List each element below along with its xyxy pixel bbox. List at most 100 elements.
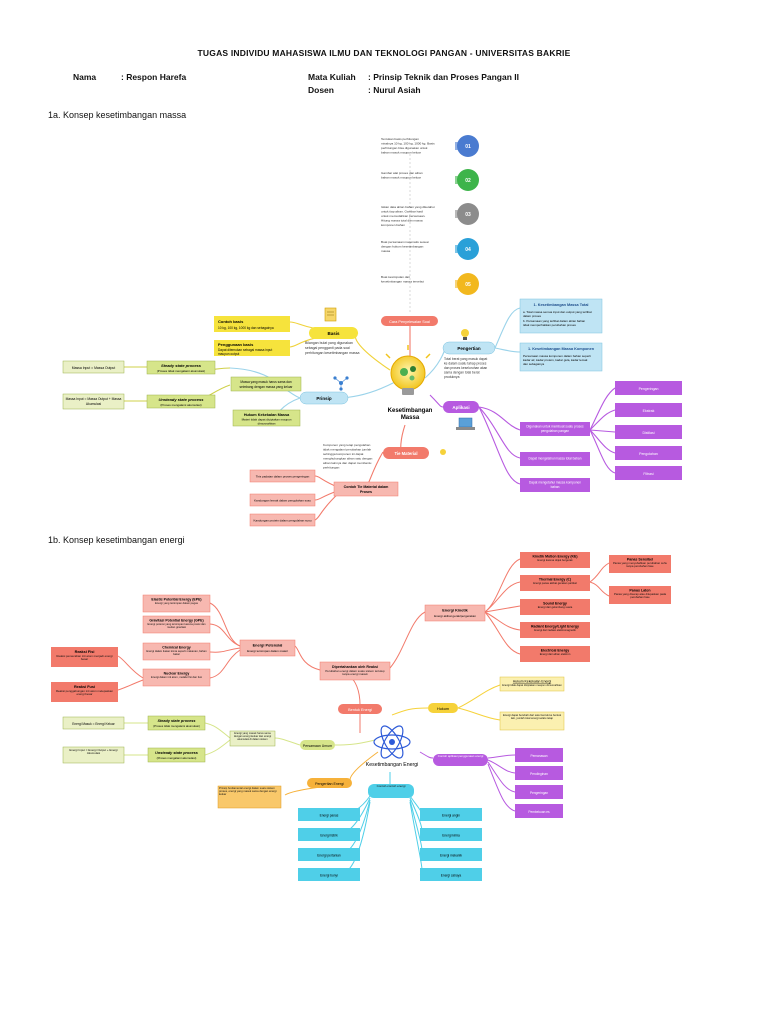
step-number: 04 xyxy=(465,247,471,253)
step-number: 02 xyxy=(465,178,471,184)
document-title: TUGAS INDIVIDU MAHASISWA ILMU DAN TEKNOL… xyxy=(197,48,571,58)
notepad-icon xyxy=(324,307,337,322)
potensial-item-box xyxy=(142,668,211,687)
energy-aplikasi-box xyxy=(515,785,563,799)
energy-aplikasi-box xyxy=(515,748,563,762)
aplikasi-sub-box xyxy=(615,403,682,417)
kesetimbangan-komponen-title: 1. Kesetimbangan Massa Komponen xyxy=(528,347,595,351)
contoh-energi-label: Contoh-contoh energi xyxy=(376,785,406,788)
svg-text:sama dengan total berat: sama dengan total berat xyxy=(444,371,480,375)
contoh-energi-right-item: Energi angin xyxy=(420,808,482,821)
tie-material-label: Tie Material xyxy=(395,451,418,456)
pengertian-label: Pengertian xyxy=(457,346,481,351)
svg-text:tidak mengalami perubahan juml: tidak mengalami perubahan jumlah xyxy=(323,448,371,452)
aplikasi-sub-box xyxy=(615,381,682,395)
contoh-energi-box xyxy=(420,848,482,861)
potensial-item-text: Energi dalam inti atom, melalui fisi dan… xyxy=(151,676,202,679)
energy-aplikasi-item: Pembekuan es xyxy=(515,804,563,818)
kinetik-item-text: Energi dari aliran elektron xyxy=(539,653,571,656)
aplikasi-item: Digunakan untuk membuat suatu prosespeng… xyxy=(520,422,590,436)
potensial-item: Gravitasi Potential Energy (GPE)Energi p… xyxy=(142,615,211,634)
hukum-label: Hukum xyxy=(437,707,449,711)
contoh-energi-text: Energi cahaya xyxy=(441,874,462,878)
contoh-tie-material-item: Kandungan protein dalam pengolahan susu xyxy=(249,513,316,527)
svg-text:aliran lainnya dan dapat memba: aliran lainnya dan dapat membantu xyxy=(323,461,372,465)
prinsip-desc-node xyxy=(230,376,302,392)
contoh-energi-box xyxy=(420,808,482,821)
contoh-energi-left-item: Energi panas xyxy=(298,808,360,821)
panas-laten-node xyxy=(609,586,671,604)
step-tab xyxy=(455,176,460,184)
center-node-mass-line2: Massa xyxy=(401,415,420,421)
energi-kinetik-title: Energi Kinetik xyxy=(442,609,468,613)
svg-text:sehingga komponen ini dapat: sehingga komponen ini dapat xyxy=(323,452,364,456)
reaksi-fisi-title: Reaksi Fisi xyxy=(75,650,95,654)
unsteady-formula-2: Akumulasi xyxy=(86,402,101,406)
section-1b-heading: 1b. Konsep kesetimbangan energi xyxy=(48,535,185,545)
hukum-kekekalan-energi-title: Hukum Kekekalan Energi xyxy=(513,680,552,684)
contoh-energi-box xyxy=(420,868,482,881)
contoh-energi-box xyxy=(298,808,360,821)
energy-steady-formula: Energi Masuk = Energi Keluar xyxy=(72,722,115,726)
tie-material-node xyxy=(383,447,429,459)
aplikasi-item-box xyxy=(520,422,590,436)
kinetik-item-box xyxy=(520,575,590,591)
nama-value: : Respon Harefa xyxy=(121,72,187,82)
step-badge xyxy=(457,203,479,225)
kinetik-item-box xyxy=(520,552,590,568)
kesetimbangan-komponen-text-1: Persamaan massa komponen dalam bahan sep… xyxy=(523,354,591,358)
energy-aplikasi-text: Pengeringan xyxy=(530,791,548,795)
svg-text:Total berat yang masuk dapat: Total berat yang masuk dapat xyxy=(444,357,487,361)
hukum-desc-text: Energi dapat berubah dari satu bentuk ke… xyxy=(502,714,562,721)
contoh-energi-box xyxy=(298,848,360,861)
potensial-item-title: Gravitasi Potential Energy (GPE) xyxy=(149,619,203,623)
hukum-node xyxy=(428,703,458,713)
unsteady-state-text: (Proses mengalami akumulasi) xyxy=(160,403,201,407)
energy-unsteady-node xyxy=(147,747,206,763)
contoh-energi-box xyxy=(298,868,360,881)
hukum-desc-node xyxy=(499,711,565,731)
step-number: 03 xyxy=(465,212,471,218)
persamaan-umum-label: Persamaan Umum xyxy=(303,744,332,748)
contoh-basis-text: 10 kg, 100 kg, 1000 kg dan sebagainya xyxy=(218,326,274,330)
network-icon xyxy=(333,376,349,391)
hukum-kekekalan-massa-text-2: dimusnahkan xyxy=(258,422,276,426)
contoh-energi-text: Energi bunyi xyxy=(320,874,338,878)
contoh-aplikasi-energi-node xyxy=(433,754,488,766)
pengertian-energi-node xyxy=(307,778,352,788)
aplikasi-label: Aplikasi xyxy=(452,405,469,410)
step-text: dengan hukum kesetimbangan xyxy=(381,245,424,249)
aplikasi-sub-text: Filtrasi xyxy=(643,472,654,476)
step-text: Buat kesimpulan dari xyxy=(381,275,410,279)
kesetimbangan-total-node xyxy=(519,298,603,334)
panas-sensibel-text: Panas yang menyebabkan perubahan suhu ta… xyxy=(612,562,668,569)
aplikasi-item-text: pengolahan pangan xyxy=(541,429,569,433)
step-text: bahan masuk maupun keluar xyxy=(381,176,421,180)
energi-potensial-text: Energi tersimpan dalam materi xyxy=(247,649,288,653)
kinetik-item-text: Energi dari radiasi elektromagnetik xyxy=(534,629,576,632)
contoh-tie-material-text: Kandungan lemak dalam pengolahan susu xyxy=(254,499,311,503)
step-text: Gambar alat proses dan aliran xyxy=(381,171,423,175)
potensial-item-text: Energi potensi yang tersimpan karena pos… xyxy=(147,623,206,630)
step-tab xyxy=(455,210,460,218)
tie-material-description: Komponen yang tetap pengolahan tidak men… xyxy=(323,443,373,470)
small-bulb-icon xyxy=(440,449,446,455)
kesetimbangan-total-title: 1. Kesetimbangan Massa Total xyxy=(533,303,588,307)
contoh-tie-material-item: Kandungan lemak dalam pengolahan susu xyxy=(249,493,316,507)
aplikasi-sub-box xyxy=(615,425,682,439)
energi-potensial-title: Energi Potensial xyxy=(253,644,283,648)
aplikasi-sub-box xyxy=(615,446,682,460)
aplikasi-item-text: bahan xyxy=(551,485,560,489)
kesetimbangan-komponen-text-2: kadar air, kadar protein, kadar gula, ka… xyxy=(523,358,588,362)
nama-label: Nama xyxy=(73,72,97,82)
center-node-mass-line1: Kesetimbangan xyxy=(388,408,433,414)
unsteady-formula-1: Massa Input = Massa Output + Massa xyxy=(66,397,122,401)
pengertian-energi-desc-text: Prinsip fundamental energi dalam suatu s… xyxy=(219,787,277,797)
panas-sensibel-node xyxy=(609,555,671,573)
contoh-tie-material-box xyxy=(249,513,316,527)
kinetik-item-text: Energi dari gelombang suara xyxy=(537,606,573,609)
